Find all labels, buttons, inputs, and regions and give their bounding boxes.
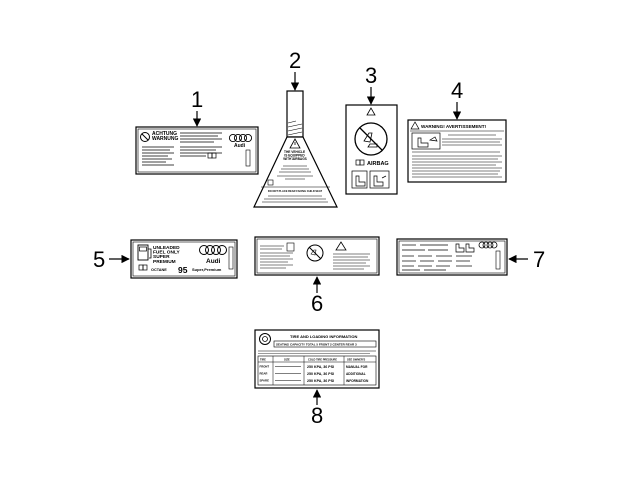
audi-brand-text: Audi bbox=[234, 143, 246, 149]
warning-triangle-icon bbox=[289, 138, 301, 149]
label-5-fuel-line: UNLEADED bbox=[153, 245, 180, 251]
label-8-tire-sticker[interactable]: TIRE AND LOADING INFORMATION SEATING CAP… bbox=[254, 329, 380, 389]
tire-note: INFORMATION bbox=[346, 379, 369, 383]
label-2-triangle-sticker[interactable]: THE VEHICLE IS EQUIPPED WITH AIRBAGS DO … bbox=[253, 90, 338, 208]
hatch-lines bbox=[287, 120, 303, 136]
text-lines bbox=[142, 132, 222, 166]
label-1-heading-line: ACHTUNG bbox=[152, 131, 177, 137]
label-1-heading-line: WARNUNG bbox=[152, 136, 178, 142]
warning-triangle-icon bbox=[366, 107, 376, 116]
callout-8: 8 bbox=[311, 403, 323, 428]
callout-2: 2 bbox=[289, 48, 301, 73]
warning-triangle-icon bbox=[335, 241, 347, 251]
text-lines bbox=[412, 134, 502, 178]
tire-position: REAR bbox=[260, 372, 268, 376]
table-row: SPARE 250 KPA, 36 PSI INFORMATION bbox=[260, 379, 369, 384]
label-1-heading: ACHTUNG WARNUNG bbox=[152, 131, 178, 142]
label-5-fuel-sticker[interactable]: UNLEADED FUEL ONLY SUPER PREMIUM Audi OC… bbox=[130, 239, 238, 279]
fuel-pump-icon bbox=[137, 244, 152, 261]
tire-label-subtitle: SEATING CAPACITY TOTAL 5 FRONT 2 CENTER … bbox=[276, 343, 357, 347]
label-4-warning-sticker[interactable]: WARNING! AVERTISSEMENT! bbox=[407, 119, 507, 183]
barcode-strip bbox=[228, 246, 234, 270]
audi-brand-text: Audi bbox=[206, 258, 221, 265]
text-lines bbox=[402, 244, 472, 271]
label-2-body: THE VEHICLE IS EQUIPPED WITH AIRBAGS bbox=[283, 150, 307, 161]
label-1-warning-sticker[interactable]: ACHTUNG WARNUNG Audi bbox=[135, 126, 259, 175]
label-7-info-sticker[interactable] bbox=[396, 238, 508, 276]
text-lines bbox=[277, 165, 313, 180]
child-seat-icon bbox=[267, 179, 274, 186]
seat-airbag-icon bbox=[411, 132, 441, 150]
audi-rings-icon bbox=[478, 241, 498, 249]
book-icon bbox=[207, 152, 217, 159]
octane-value: 95 bbox=[178, 265, 188, 275]
callout-5: 5 bbox=[93, 247, 105, 272]
tire-label-title: TIRE AND LOADING INFORMATION bbox=[290, 334, 357, 339]
label-5-fuel-line: FUEL ONLY bbox=[153, 250, 180, 256]
callout-4: 4 bbox=[451, 78, 463, 103]
tire-pressure: 250 KPA, 36 PSI bbox=[307, 365, 334, 369]
tire-position: SPARE bbox=[260, 379, 270, 383]
label-2-body-line: IS EQUIPPED bbox=[284, 154, 305, 158]
tire-icon bbox=[259, 333, 271, 345]
tire-note: MANUAL FOR bbox=[346, 365, 368, 369]
tire-note: ADDITIONAL bbox=[346, 372, 366, 376]
label-4-title: WARNING! AVERTISSEMENT! bbox=[421, 124, 487, 129]
tire-table-header: SEE OWNER'S bbox=[347, 358, 365, 362]
label-3-airbag-text: AIRBAG bbox=[367, 161, 389, 167]
callout-7: 7 bbox=[533, 247, 545, 272]
table-row: FRONT 250 KPA, 36 PSI MANUAL FOR bbox=[260, 365, 369, 370]
callout-1: 1 bbox=[191, 87, 203, 112]
label-5-fuel-line: SUPER bbox=[153, 254, 170, 260]
tire-table-header: TIRE bbox=[260, 358, 266, 362]
label-2-footer: DO NOT PLACE REAR FACING CHILD SEAT bbox=[268, 189, 323, 193]
tire-table-header: COLD TIRE PRESSURE bbox=[308, 358, 337, 362]
audi-rings-icon bbox=[199, 245, 227, 255]
fuel-grade: Super,Premium bbox=[192, 267, 222, 272]
label-2-body-line: THE VEHICLE bbox=[284, 150, 305, 154]
label-5-fuel-text: UNLEADED FUEL ONLY SUPER PREMIUM bbox=[153, 245, 181, 265]
text-lines bbox=[260, 245, 370, 270]
no-symbol-icon bbox=[140, 132, 150, 142]
label-5-fuel-line: PREMIUM bbox=[153, 259, 176, 265]
seat-icons bbox=[351, 170, 390, 189]
warning-triangle-icon bbox=[410, 121, 420, 130]
label-3-airbag-sticker[interactable]: AIRBAG bbox=[345, 104, 398, 195]
tire-pressure: 250 KPA, 36 PSI bbox=[307, 379, 334, 383]
barcode-strip bbox=[245, 149, 251, 167]
tire-position: FRONT bbox=[260, 365, 270, 369]
table-row: REAR 250 KPA, 36 PSI ADDITIONAL bbox=[260, 372, 366, 377]
callout-6: 6 bbox=[311, 291, 323, 316]
no-child-seat-icon bbox=[306, 244, 324, 262]
book-icon bbox=[355, 159, 365, 166]
label-6-sunvisor-sticker[interactable] bbox=[254, 236, 380, 276]
no-child-seat-icon bbox=[354, 122, 388, 156]
book-icon bbox=[286, 242, 295, 252]
barcode-strip bbox=[495, 250, 501, 270]
text-lines bbox=[262, 195, 328, 203]
label-2-body-line: WITH AIRBAGS bbox=[283, 157, 307, 161]
callout-3: 3 bbox=[365, 63, 377, 88]
book-icon bbox=[138, 264, 148, 271]
audi-rings-icon bbox=[228, 133, 253, 143]
tire-table-header: SIZE bbox=[284, 358, 290, 362]
seat-icon bbox=[455, 243, 475, 253]
tire-pressure: 250 KPA, 36 PSI bbox=[307, 372, 334, 376]
octane-label: OCTANE bbox=[151, 268, 167, 272]
